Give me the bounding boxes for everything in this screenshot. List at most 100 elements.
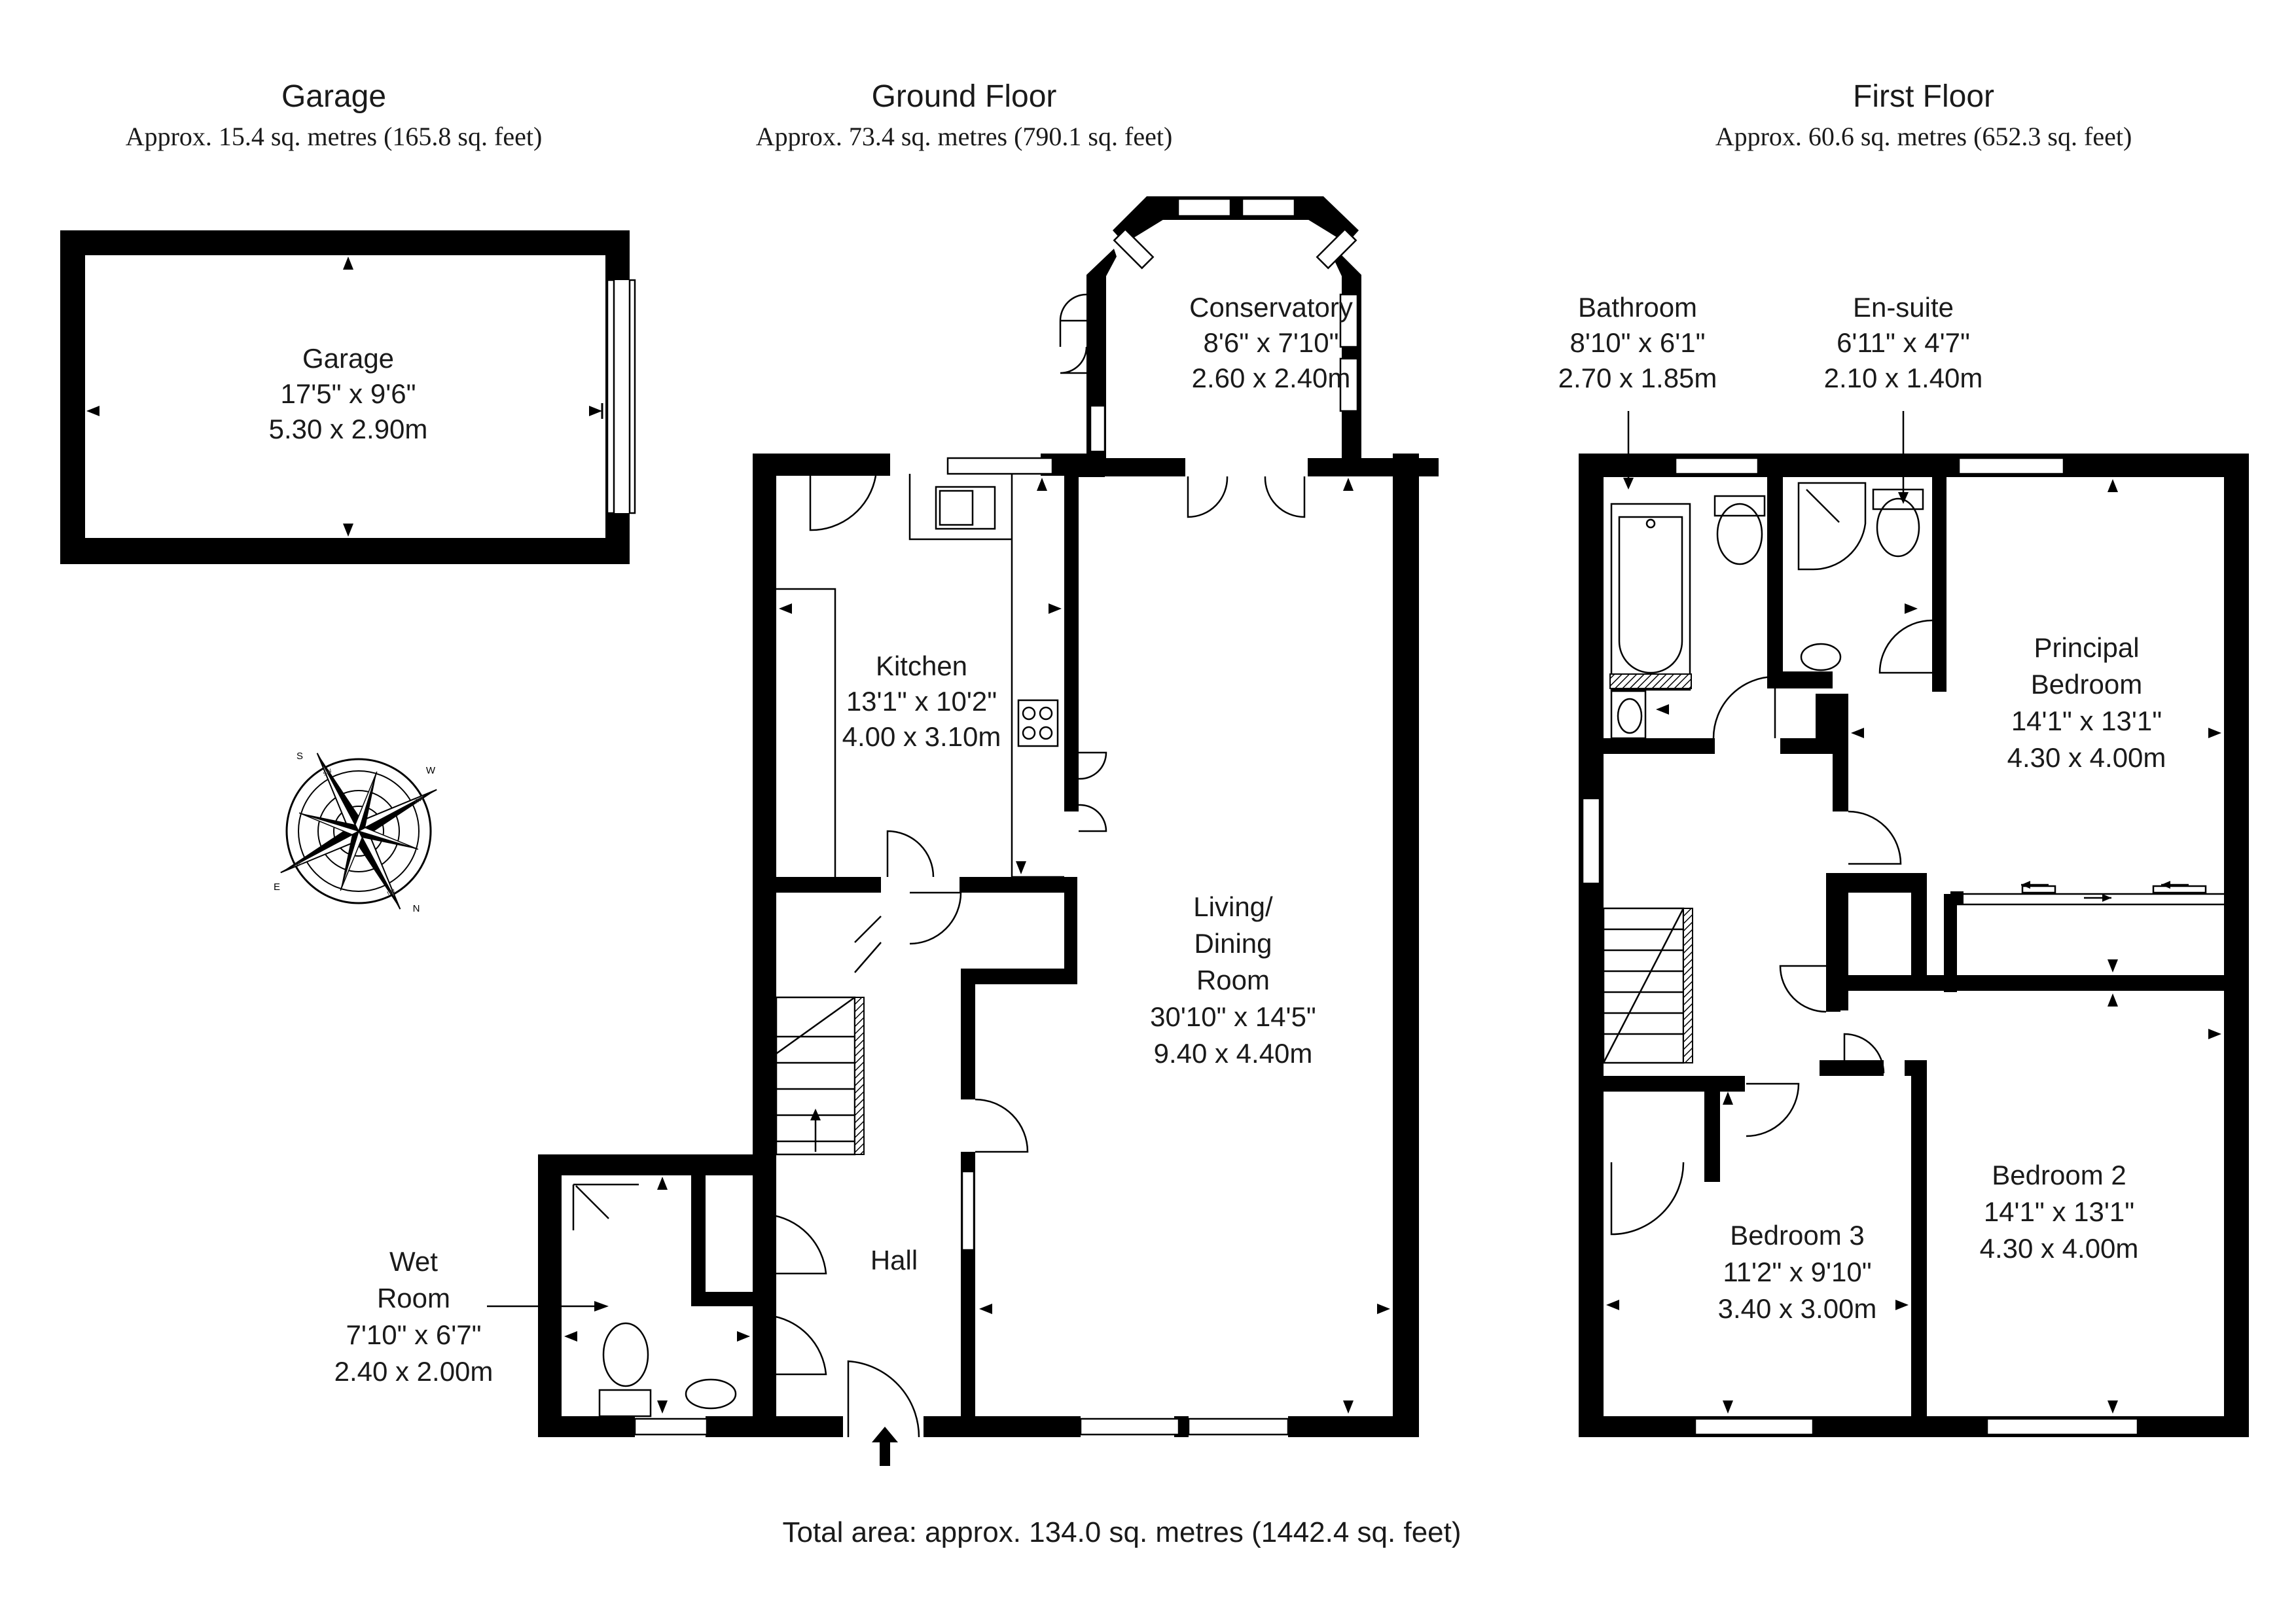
ensuite-label: En-suite bbox=[1853, 292, 1954, 323]
living-imperial: 30'10" x 14'5" bbox=[1150, 1001, 1316, 1032]
conservatory-imperial: 8'6" x 7'10" bbox=[1204, 327, 1339, 358]
living-window bbox=[1079, 1418, 1180, 1436]
ensuite-shower bbox=[1797, 482, 1867, 571]
principal-label-1: Principal bbox=[2034, 632, 2139, 663]
compass-se: se bbox=[294, 859, 304, 869]
wet-room-label-1: Wet bbox=[389, 1246, 438, 1277]
wet-room-basin bbox=[685, 1378, 737, 1410]
compass-n: N bbox=[413, 903, 420, 914]
garage-arrow-right bbox=[589, 406, 602, 416]
principal-window bbox=[1958, 457, 2065, 475]
ensuite-toilet bbox=[1876, 497, 1920, 558]
bedroom3-imperial: 11'2" x 9'10" bbox=[1723, 1257, 1871, 1287]
bedroom2-window bbox=[1986, 1418, 2139, 1436]
ff-south-wall bbox=[1579, 1416, 2249, 1437]
ensuite-fixtures bbox=[1797, 482, 1933, 674]
bedroom3-label: Bedroom 3 bbox=[1730, 1220, 1864, 1251]
bathroom-toilet bbox=[1716, 503, 1763, 565]
bedroom3-door bbox=[1746, 1082, 1800, 1137]
living-label-1: Living/ bbox=[1193, 891, 1273, 922]
kitchen-hob bbox=[1017, 699, 1059, 747]
kitchen-living-door bbox=[1078, 751, 1107, 832]
compass-sw: sw bbox=[321, 766, 333, 777]
garage-plan: Garage 17'5" x 9'6" 5.30 x 2.90m bbox=[60, 230, 636, 564]
total-area: Total area: approx. 134.0 sq. metres (14… bbox=[782, 1516, 1461, 1548]
landing-cupboard-door bbox=[1779, 965, 1827, 1013]
hall-label: Hall bbox=[870, 1245, 918, 1275]
wet-room-door bbox=[768, 1314, 827, 1376]
garage-door bbox=[606, 279, 615, 514]
gf-east-wall bbox=[1393, 454, 1419, 1437]
ensuite-metric: 2.10 x 1.40m bbox=[1824, 363, 1983, 393]
first-floor-plan: Bathroom 8'10" x 6'1" 2.70 x 1.85m En-su… bbox=[1558, 292, 2249, 1437]
gf-stairs bbox=[775, 916, 882, 1156]
hall-storage-door bbox=[768, 1213, 827, 1275]
headers: Garage Approx. 15.4 sq. metres (165.8 sq… bbox=[126, 79, 2132, 151]
living-hall-door bbox=[975, 1098, 1029, 1153]
ensuite-imperial: 6'11" x 4'7" bbox=[1837, 327, 1970, 358]
bathroom-window bbox=[1674, 457, 1759, 475]
garage-label: Garage bbox=[302, 343, 394, 374]
conservatory-side-door bbox=[1059, 293, 1088, 374]
ff-east-wall bbox=[2224, 454, 2249, 1437]
entrance-arrow-icon bbox=[872, 1427, 898, 1466]
wet-room-toilet bbox=[602, 1322, 649, 1387]
bathroom-imperial: 8'10" x 6'1" bbox=[1570, 327, 1706, 358]
bathroom-fixtures bbox=[1609, 495, 1766, 740]
bedroom3-metric: 3.40 x 3.00m bbox=[1718, 1293, 1877, 1324]
ensuite-basin bbox=[1800, 643, 1842, 671]
wet-room-metric: 2.40 x 2.00m bbox=[334, 1356, 493, 1387]
principal-wardrobe bbox=[1956, 893, 2227, 906]
bedroom2-imperial: 14'1" x 13'1" bbox=[1984, 1196, 2134, 1227]
principal-metric: 4.30 x 4.00m bbox=[2007, 742, 2166, 773]
first-floor-area: Approx. 60.6 sq. metres (652.3 sq. feet) bbox=[1715, 122, 2132, 151]
bath-tub bbox=[1610, 503, 1691, 691]
front-door bbox=[847, 1360, 920, 1438]
kitchen-hall-door bbox=[886, 830, 935, 878]
kitchen-sink bbox=[935, 486, 996, 530]
principal-label-2: Bedroom bbox=[2031, 669, 2142, 700]
compass-s: S bbox=[296, 751, 303, 762]
kitchen-window bbox=[946, 457, 1054, 475]
garage-arrow-top bbox=[343, 257, 353, 270]
ground-floor-header: Ground Floor bbox=[872, 79, 1057, 114]
compass-w: W bbox=[426, 765, 436, 776]
principal-imperial: 14'1" x 13'1" bbox=[2011, 705, 2162, 736]
ff-west-wall bbox=[1579, 454, 1604, 1437]
ff-stairs bbox=[1602, 907, 1693, 1064]
compass-e: E bbox=[274, 882, 280, 893]
bedroom2-label: Bedroom 2 bbox=[1992, 1160, 2126, 1190]
bathroom-basin bbox=[1610, 690, 1647, 740]
bedroom2-metric: 4.30 x 4.00m bbox=[1980, 1233, 2139, 1264]
garage-arrow-bottom bbox=[343, 524, 353, 537]
compass-nw: nw bbox=[413, 794, 425, 805]
living-label-3: Room bbox=[1196, 965, 1270, 995]
kitchen-metric: 4.00 x 3.10m bbox=[842, 721, 1001, 752]
garage-imperial: 17'5" x 9'6" bbox=[281, 378, 416, 409]
wet-room-label-2: Room bbox=[377, 1283, 450, 1313]
hall-cupboard-door bbox=[909, 891, 962, 945]
garage-metric: 5.30 x 2.90m bbox=[269, 414, 428, 444]
landing-window bbox=[1581, 797, 1601, 885]
compass-ne: ne bbox=[386, 887, 396, 897]
bedroom3-window bbox=[1694, 1418, 1814, 1436]
wet-room-imperial: 7'10" x 6'7" bbox=[346, 1319, 482, 1350]
principal-door bbox=[1848, 810, 1902, 865]
ground-floor-area: Approx. 73.4 sq. metres (790.1 sq. feet) bbox=[756, 122, 1173, 151]
bathroom-label: Bathroom bbox=[1578, 292, 1697, 323]
conservatory-label: Conservatory bbox=[1189, 292, 1353, 323]
living-label-2: Dining bbox=[1194, 928, 1272, 959]
bedroom3-cupboard-door bbox=[1610, 1162, 1685, 1236]
ground-floor-plan: Conservatory 8'6" x 7'10" 2.60 x 2.40m K… bbox=[334, 196, 1439, 1466]
garage-area: Approx. 15.4 sq. metres (165.8 sq. feet) bbox=[126, 122, 543, 151]
bathroom-door bbox=[1712, 675, 1776, 739]
conservatory-metric: 2.60 x 2.40m bbox=[1192, 363, 1351, 393]
conservatory-walls bbox=[1059, 196, 1361, 458]
conservatory-window bbox=[1177, 198, 1232, 217]
bathroom-metric: 2.70 x 1.85m bbox=[1558, 363, 1717, 393]
garage-header: Garage bbox=[281, 79, 386, 114]
compass-rose-icon: sw ne se nw S W E N bbox=[274, 751, 437, 914]
living-french-doors bbox=[1187, 476, 1306, 518]
kitchen-back-door bbox=[809, 475, 877, 531]
